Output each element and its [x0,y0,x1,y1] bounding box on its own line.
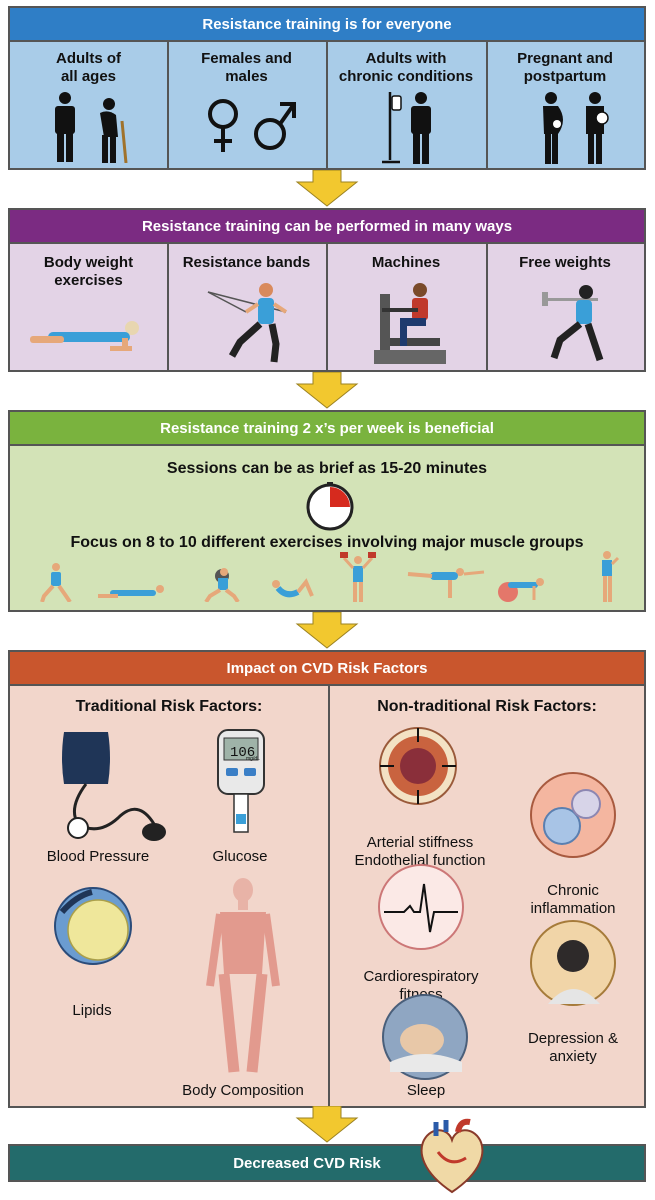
cell-adults-all-ages: Adults of all ages [10,50,167,86]
cell-chronic-conditions: Adults with chronic conditions [326,50,486,86]
weight-machine-icon [370,280,448,368]
elderly-cane-icon [92,97,130,163]
cell-label: Body weight exercises [43,254,134,289]
glucose-label: Glucose [212,848,268,865]
cell-label: Females and males [201,50,292,85]
ecg-icon [376,862,466,952]
cell-free-weights: Free weights [486,254,644,272]
timer-icon [305,482,355,532]
cell-label: Adults of all ages [56,50,121,85]
exercise-focus-text: Focus on 8 to 10 different exercises inv… [70,534,584,551]
section4-panel: Traditional Risk Factors: Blood Pressure… [8,684,646,1108]
female-symbol-icon [206,98,240,154]
section2-title: Resistance training can be performed in … [141,217,513,235]
cell-label: Machines [371,254,441,271]
cell-label: Resistance bands [182,254,311,271]
section2-panel: Body weight exercises Resistance bands M… [8,242,646,372]
parent-with-baby-icon [582,92,612,164]
cell-label: Free weights [519,254,611,271]
resistance-band-exercise-icon [206,282,306,366]
sleeping-person-icon [380,992,470,1082]
section3-header: Resistance training 2 x’s per week is be… [8,410,646,446]
pregnant-icon [538,92,568,164]
cell-females-males: Females and males [167,50,326,86]
lunge-icon [38,562,74,602]
person-icon [408,92,434,164]
plank-icon [98,584,168,602]
bird-dog-icon [406,566,486,600]
session-duration-text: Sessions can be as brief as 15-20 minute… [166,460,488,477]
footer-banner: Decreased CVD Risk [8,1144,646,1182]
section1-header: Resistance training is for everyone [8,6,646,42]
cell-resistance-bands: Resistance bands [167,254,326,272]
standing-curl-icon [594,550,620,604]
lipoprotein-icon [52,882,134,972]
distressed-person-icon [528,918,618,1008]
squat-weight-icon [202,566,244,602]
heart-icon [416,1118,488,1196]
cell-pregnant-postpartum: Pregnant and postpartum [486,50,644,86]
flow-arrow [295,170,359,208]
section1-title: Resistance training is for everyone [202,15,452,33]
lipids-label: Lipids [72,1002,112,1019]
iv-drip-icon [378,90,404,164]
immune-cells-icon [528,770,618,860]
nontraditional-title: Non-traditional Risk Factors: [377,698,597,715]
section2-header: Resistance training can be performed in … [8,208,646,244]
male-symbol-icon [252,98,298,154]
sleep-label: Sleep [406,1082,446,1099]
arterial-stiffness-label: Arterial stiffness Endothelial function [354,834,486,869]
body-composition-label: Body Composition [182,1082,304,1099]
muscular-body-icon [206,878,280,1074]
dumbbell-raise-icon [340,550,376,604]
plank-exercise-icon [28,316,148,352]
cell-label: Adults with chronic conditions [338,50,474,85]
cell-body-weight: Body weight exercises [10,254,167,290]
flow-arrow [295,612,359,650]
cell-label: Pregnant and postpartum [517,50,613,85]
section3-panel: Sessions can be as brief as 15-20 minute… [8,444,646,612]
adult-icon [52,92,78,162]
crunch-icon [268,576,314,600]
artery-cross-section-icon [378,726,458,806]
section4-header: Impact on CVD Risk Factors [8,650,646,686]
section3-title: Resistance training 2 x’s per week is be… [160,419,494,437]
glucose-unit: mg/dL [246,756,260,762]
section1-panel: Adults of all ages Females and males Adu… [8,40,646,170]
chronic-inflammation-label: Chronic inflammation [530,882,616,917]
traditional-title: Traditional Risk Factors: [75,698,263,715]
depression-anxiety-label: Depression & anxiety [527,1030,619,1065]
blood-pressure-label: Blood Pressure [46,848,150,865]
flow-arrow [295,1106,359,1144]
footer-label: Decreased CVD Risk [233,1154,381,1172]
cell-machines: Machines [326,254,486,272]
section4-title: Impact on CVD Risk Factors [226,659,428,677]
blood-pressure-cuff-icon [58,728,168,846]
ball-exercise-icon [494,574,546,602]
barbell-lunge-icon [540,282,610,366]
flow-arrow [295,372,359,410]
glucose-reading: 106 [230,745,255,761]
